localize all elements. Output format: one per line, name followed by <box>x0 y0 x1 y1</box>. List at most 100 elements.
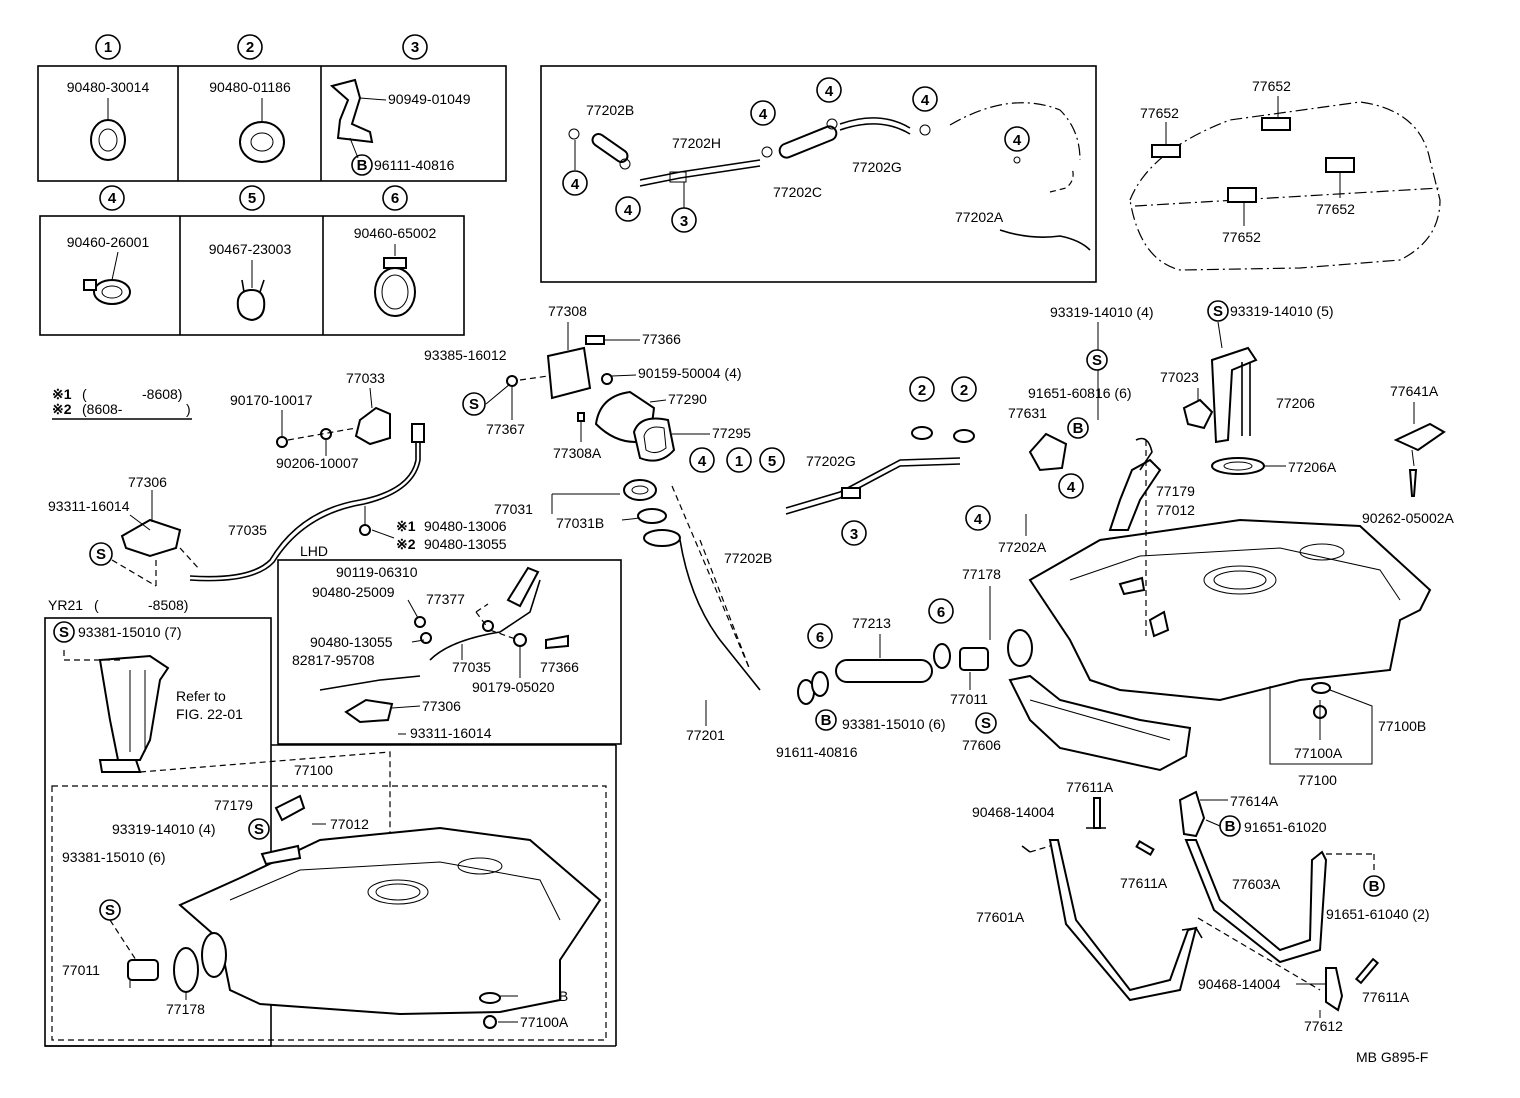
note-mark-1: ※1 <box>52 386 72 402</box>
hose-77213 <box>835 659 933 683</box>
label-90468-14004-a: 90468-14004 <box>972 804 1055 820</box>
label-77652-2: 77652 <box>1252 78 1291 94</box>
legend-part-4: 90460-26001 <box>67 234 150 250</box>
opener-cable: 77033 90170-10017 90206-10007 77306 9331… <box>48 370 507 588</box>
label-77631: 77631 <box>1008 405 1047 421</box>
s-mark-main-2: S <box>1213 303 1223 320</box>
label-77023: 77023 <box>1160 369 1199 385</box>
clamp-3-icon <box>329 78 374 144</box>
label-77206: 77206 <box>1276 395 1315 411</box>
circle-6-b: 6 <box>937 604 945 621</box>
label-90262-05002A: 90262-05002A <box>1362 510 1455 526</box>
label-77366-a: 77366 <box>642 331 681 347</box>
b-mark-filler: B <box>821 712 832 729</box>
figure-code: MB G895-F <box>1356 1049 1428 1065</box>
circle-4-mid: 4 <box>698 453 707 470</box>
fuel-tank-lower <box>178 826 602 1016</box>
hose-box: 4 4 4 4 4 4 3 77202B 77202H 77202C 77202… <box>540 65 1097 283</box>
label-91651-60816: 91651-60816 (6) <box>1028 385 1132 401</box>
label-91651-61040: 91651-61040 (2) <box>1326 906 1430 922</box>
protector-77641A <box>1393 422 1446 452</box>
bracket-77614A <box>1178 790 1206 838</box>
refer-text-1: Refer to <box>176 688 226 704</box>
circle-4-e: 4 <box>921 92 930 109</box>
b-mark-strap-1: B <box>1225 818 1236 835</box>
label-77641A: 77641A <box>1390 383 1439 399</box>
legend-circle-1 <box>95 34 121 60</box>
legend-part-2: 90480-01186 <box>209 79 291 95</box>
label-77100B-right: 77100B <box>1378 718 1426 734</box>
label-77206A: 77206A <box>1288 459 1337 475</box>
label-77308A: 77308A <box>553 445 602 461</box>
sender-gasket-lower <box>127 959 159 981</box>
label-93311-16014-b: 93311-16014 <box>410 725 492 741</box>
label-77033: 77033 <box>346 370 385 386</box>
label-77100A-lower: 77100A <box>520 1014 569 1030</box>
label-90468-14004-b: 90468-14004 <box>1198 976 1281 992</box>
s-mark-lower-1: S <box>254 821 264 838</box>
label-93319-14010-4: 93319-14010 (4) <box>1050 304 1154 320</box>
hose-77202C <box>778 125 838 159</box>
s-mark-filler: S <box>981 715 991 732</box>
label-LHD: LHD <box>300 543 328 559</box>
legend-num-6: 6 <box>391 190 399 207</box>
label-77306-a: 77306 <box>128 474 167 490</box>
label-77178-lower: 77178 <box>166 1001 205 1017</box>
legend-part-6: 90460-65002 <box>354 225 437 241</box>
label-77366-b: 77366 <box>540 659 579 675</box>
label-77031B: 77031B <box>556 515 604 531</box>
label-77611A-c: 77611A <box>1362 989 1410 1005</box>
fuel-lid <box>546 346 592 400</box>
strap-77603A <box>1184 839 1328 964</box>
label-93381-15010-7: 93381-15010 (7) <box>78 624 182 640</box>
vent-tube <box>1108 458 1162 531</box>
legend-part-1: 90480-30014 <box>67 79 150 95</box>
s-mark-lid: S <box>469 396 479 413</box>
label-77306-b: 77306 <box>422 698 461 714</box>
label-90480-13006: 90480-13006 <box>424 518 507 534</box>
legend-num-1: 1 <box>104 39 112 56</box>
date-notes: ※1 ( -8608) ※2 (8608- ) <box>52 386 192 420</box>
note-range-1: -8608) <box>142 386 182 402</box>
gasket-77206A <box>1211 457 1265 475</box>
label-90170-10017: 90170-10017 <box>230 392 313 408</box>
tank-bottom-parts: 77100B 77100A 77100 <box>1269 682 1426 788</box>
yr21-box: YR21 ( -8508) S 93381-15010 (7) Refer to… <box>44 597 617 1047</box>
main-tank: 93319-14010 (4) 93319-14010 (5) 77023 77… <box>986 300 1455 702</box>
note-range-1-open: ( <box>82 386 87 402</box>
label-77201: 77201 <box>686 727 725 743</box>
pad-77652-4 <box>1227 187 1257 203</box>
label-77202B-mid: 77202B <box>724 550 772 566</box>
label-90119-06310: 90119-06310 <box>336 564 418 580</box>
label-77295: 77295 <box>712 425 751 441</box>
circle-4-c: 4 <box>759 106 768 123</box>
label-77202G-mid: 77202G <box>806 453 856 469</box>
circle-3-mid: 3 <box>850 526 858 543</box>
label-77606: 77606 <box>962 737 1001 753</box>
label-77012-right: 77012 <box>1156 502 1195 518</box>
note-mark-2: ※2 <box>52 401 72 417</box>
circle-5-mid: 5 <box>768 453 776 470</box>
lid-lock <box>354 406 391 446</box>
circle-2-a: 2 <box>918 382 926 399</box>
circle-3-a: 3 <box>680 213 688 230</box>
label-77011-right: 77011 <box>950 691 988 707</box>
strap-77601A <box>1048 839 1198 1002</box>
tank-straps: 77611A 90468-14004 77614A 91651-61020 77… <box>972 779 1430 1034</box>
label-77652-4: 77652 <box>1222 229 1261 245</box>
label-77652-3: 77652 <box>1316 201 1355 217</box>
yr21-title: YR21 <box>48 597 83 613</box>
fuel-pump <box>98 654 170 761</box>
mark-2-cable: ※2 <box>396 536 416 552</box>
lower-tank: 77100 77179 77012 93319-14010 (4) 93381-… <box>51 762 607 1041</box>
label-77202A-top: 77202A <box>955 209 1004 225</box>
yr21-range-open: ( <box>94 597 99 613</box>
label-77179-right: 77179 <box>1156 483 1195 499</box>
legend-part-3: 90949-01049 <box>388 91 471 107</box>
fuel-sender <box>1210 346 1258 444</box>
bracket-77631 <box>1028 432 1068 472</box>
label-77179-lower: 77179 <box>214 797 253 813</box>
cable-wire <box>189 430 417 578</box>
label-77612: 77612 <box>1304 1018 1343 1034</box>
